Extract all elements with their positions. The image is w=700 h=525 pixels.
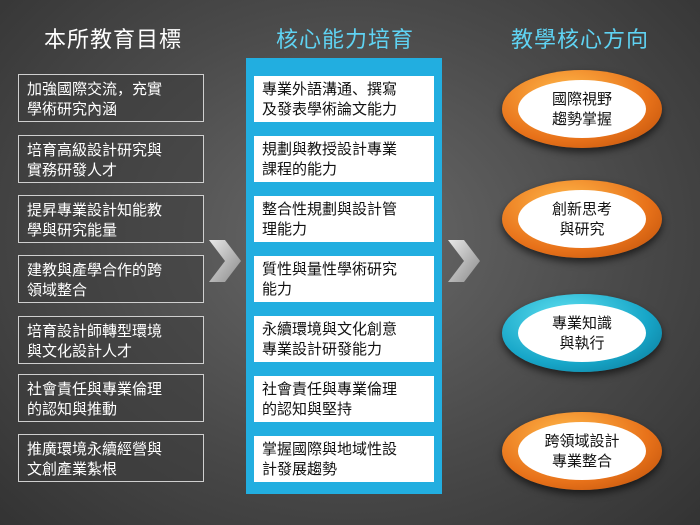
direction-line: 跨領域設計 bbox=[544, 432, 620, 450]
ability-line: 質性與量性學術研究 bbox=[262, 260, 398, 278]
goal-line: 與文化設計人才 bbox=[27, 342, 133, 360]
goals-column-title: 本所教育目標 bbox=[43, 28, 182, 53]
ability-line: 整合性規劃與設計管 bbox=[262, 200, 398, 218]
goal-line: 培育高級設計研究與 bbox=[27, 141, 163, 159]
goal-line: 領域整合 bbox=[27, 281, 88, 299]
direction-line: 專業整合 bbox=[551, 452, 612, 470]
ability-line: 理能力 bbox=[262, 220, 308, 238]
goal-line: 推廣環境永續經營與 bbox=[27, 440, 163, 458]
direction-line: 創新思考 bbox=[551, 200, 612, 218]
goal-line: 提昇專業設計知能教 bbox=[27, 201, 163, 219]
goal-box: 培育高級設計研究與 實務研發人才 bbox=[18, 135, 204, 183]
ability-box: 掌握國際與地域性設 計發展趨勢 bbox=[254, 436, 434, 482]
direction-line: 國際視野 bbox=[551, 90, 612, 108]
direction-line: 與執行 bbox=[559, 334, 605, 352]
ability-line: 課程的能力 bbox=[262, 160, 338, 178]
direction-label: 國際視野 趨勢掌握 bbox=[518, 80, 646, 138]
direction-line: 趨勢掌握 bbox=[551, 110, 612, 128]
abilities-column-title: 核心能力培育 bbox=[275, 28, 414, 53]
ability-line: 的認知與堅持 bbox=[262, 400, 353, 418]
ability-line: 能力 bbox=[262, 280, 293, 298]
goal-line: 加強國際交流，充實 bbox=[27, 80, 163, 98]
direction-label: 專業知識 與執行 bbox=[518, 304, 646, 362]
goal-line: 培育設計師轉型環境 bbox=[27, 322, 163, 340]
direction-oval: 創新思考 與研究 bbox=[502, 180, 662, 258]
directions-column-title: 教學核心方向 bbox=[510, 28, 649, 53]
goal-line: 學術研究內涵 bbox=[27, 100, 118, 118]
ability-line: 掌握國際與地域性設 bbox=[262, 440, 398, 458]
ability-line: 永續環境與文化創意 bbox=[262, 320, 398, 338]
ability-line: 計發展趨勢 bbox=[262, 460, 338, 478]
goal-line: 學與研究能量 bbox=[27, 221, 118, 239]
goal-line: 建教與產學合作的跨 bbox=[27, 261, 163, 279]
goal-line: 實務研發人才 bbox=[27, 161, 118, 179]
ability-line: 專業外語溝通、撰寫 bbox=[262, 80, 398, 98]
chevron-right-icon bbox=[209, 240, 241, 282]
goal-box: 社會責任與專業倫理 的認知與推動 bbox=[18, 374, 204, 422]
ability-line: 專業設計研發能力 bbox=[262, 340, 383, 358]
direction-label: 跨領域設計 專業整合 bbox=[518, 422, 646, 480]
ability-line: 社會責任與專業倫理 bbox=[262, 380, 398, 398]
ability-box: 整合性規劃與設計管 理能力 bbox=[254, 196, 434, 242]
goal-line: 文創產業紮根 bbox=[27, 460, 118, 478]
direction-oval: 國際視野 趨勢掌握 bbox=[502, 70, 662, 148]
goal-box: 推廣環境永續經營與 文創產業紮根 bbox=[18, 434, 204, 482]
direction-line: 與研究 bbox=[559, 220, 605, 238]
ability-line: 規劃與教授設計專業 bbox=[262, 140, 398, 158]
goal-line: 社會責任與專業倫理 bbox=[27, 380, 163, 398]
ability-box: 質性與量性學術研究 能力 bbox=[254, 256, 434, 302]
ability-line: 及發表學術論文能力 bbox=[262, 100, 398, 118]
direction-label: 創新思考 與研究 bbox=[518, 190, 646, 248]
goal-line: 的認知與推動 bbox=[27, 400, 118, 418]
ability-box: 規劃與教授設計專業 課程的能力 bbox=[254, 136, 434, 182]
direction-oval: 跨領域設計 專業整合 bbox=[502, 412, 662, 490]
goal-box: 建教與產學合作的跨 領域整合 bbox=[18, 255, 204, 303]
chevron-right-icon bbox=[448, 240, 480, 282]
goal-box: 提昇專業設計知能教 學與研究能量 bbox=[18, 195, 204, 243]
direction-oval: 專業知識 與執行 bbox=[502, 294, 662, 372]
goal-box: 加強國際交流，充實 學術研究內涵 bbox=[18, 74, 204, 122]
ability-box: 社會責任與專業倫理 的認知與堅持 bbox=[254, 376, 434, 422]
direction-line: 專業知識 bbox=[551, 314, 612, 332]
goal-box: 培育設計師轉型環境 與文化設計人才 bbox=[18, 316, 204, 364]
ability-box: 永續環境與文化創意 專業設計研發能力 bbox=[254, 316, 434, 362]
ability-box: 專業外語溝通、撰寫 及發表學術論文能力 bbox=[254, 76, 434, 122]
